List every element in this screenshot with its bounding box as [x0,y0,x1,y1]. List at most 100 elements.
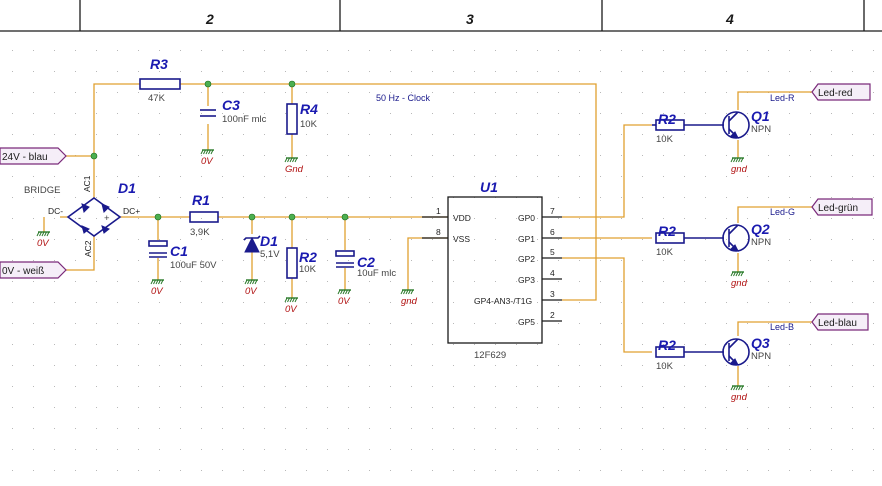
u1-part: 12F629 [474,350,506,361]
u1-pin3-name: GP4-AN3-/T1G [474,296,532,306]
svg-text:Led-blau: Led-blau [818,318,857,329]
ground-c2: 0V [337,289,351,307]
q3-type: NPN [751,351,771,362]
ground-u1: gnd [400,289,418,307]
u1-pin6-num: 6 [550,227,555,237]
u1-pin2-num: 2 [550,310,555,320]
q1-ref: Q1 [751,108,770,124]
zener-diode-d1: D1 5,1V [243,233,280,260]
q2-ref: Q2 [751,221,770,237]
svg-text:Led-grün: Led-grün [818,203,858,214]
bridge-ref: D1 [118,180,136,196]
ground-symbols: 0V Gnd 0V 0V 0V 0V 0V gnd gnd gnd gnd [36,149,748,403]
c1-ref: C1 [170,243,188,259]
r2-q3-ref: R2 [658,337,676,353]
capacitor-c1: C1 100uF 50V [148,240,217,271]
u1-pin1-num: 1 [436,206,441,216]
q3-ref: Q3 [751,335,770,351]
port-led-red: Led-red [811,83,871,101]
ground-q2-label: gnd [731,278,748,289]
u1-pin1-name: VDD [453,213,471,223]
ground-r2-label: 0V [285,304,298,315]
r1-value: 3,9K [190,227,210,238]
ground-q2: gnd [730,271,748,289]
q1-type: NPN [751,124,771,135]
zener-value: 5,1V [260,249,280,260]
r2-q3-value: 10K [656,361,674,372]
transistor-q1: Q1 NPN [722,108,771,139]
u1-pin8-name: VSS [453,234,470,244]
resistor-r2-q2: R2 10K [655,223,724,258]
ground-bridge: 0V [36,231,50,249]
svg-text:Led-red: Led-red [818,88,852,99]
ground-q1: gnd [730,157,748,175]
r2a-ref: R2 [299,249,317,265]
r2a-value: 10K [299,264,317,275]
net-label-clock: 50 Hz - Clock [376,93,431,103]
ground-q1-label: gnd [731,164,748,175]
ic-u1: U1 12F629 1 VDD 8 VSS 7 GP0 6 GP1 5 GP2 … [422,179,562,361]
u1-pin7-name: GP0 [518,213,535,223]
r4-value: 10K [300,119,318,130]
resistor-r4: R4 10K [286,101,318,135]
transistor-q2: Q2 NPN [722,221,771,252]
r3-value: 47K [148,93,166,104]
u1-pin6-name: GP1 [518,234,535,244]
u1-pin3-num: 3 [550,289,555,299]
r1-ref: R1 [192,192,210,208]
ground-c1: 0V [150,279,164,297]
r4-ref: R4 [300,101,318,117]
ground-zener-label: 0V [245,286,258,297]
ground-bridge-label: 0V [37,238,50,249]
resistor-r2-q3: R2 10K [655,337,724,372]
port-24v-blau: 24V - blau [0,147,67,165]
ground-r4-label: Gnd [285,164,304,175]
wires [43,83,812,386]
r2-q2-value: 10K [656,247,674,258]
resistor-r3: R3 47K [139,56,181,104]
ground-zener: 0V [244,279,258,297]
bridge-rectifier-d1: - + D1 BRIDGE AC1 AC2 DC- DC+ [24,175,140,257]
resistor-r2-supply: R2 10K [286,247,317,279]
sheet-border: 2 3 4 [0,0,882,32]
svg-text:24V - blau: 24V - blau [2,152,48,163]
resistor-r1: R1 3,9K [189,192,219,238]
svg-text:0V - weiß: 0V - weiß [2,266,44,277]
bridge-pin-dcp: DC+ [123,206,140,216]
port-led-blau: Led-blau [811,313,869,331]
net-label-led-b: Led-B [770,322,794,332]
u1-pin4-name: GP3 [518,275,535,285]
zener-ref: D1 [260,233,278,249]
c2-ref: C2 [357,254,375,270]
r3-ref: R3 [150,56,168,72]
ground-u1-label: gnd [401,296,418,307]
port-0v-weiss: 0V - weiß [0,261,67,279]
capacitor-c2: C2 10uF mlc [335,250,396,279]
ground-c3-label: 0V [201,156,214,167]
ground-q3: gnd [730,385,748,403]
q2-type: NPN [751,237,771,248]
u1-pin5-name: GP2 [518,254,535,264]
u1-pin8-num: 8 [436,227,441,237]
net-label-led-g: Led-G [770,207,795,217]
bridge-pin-ac2: AC2 [83,240,93,257]
column-label-4: 4 [725,11,734,27]
c1-value: 100uF 50V [170,260,217,271]
bridge-type: BRIDGE [24,185,60,196]
junctions [90,80,349,221]
r2-q1-ref: R2 [658,111,676,127]
r2-q1-value: 10K [656,134,674,145]
column-label-3: 3 [466,11,474,27]
bridge-pin-ac1: AC1 [82,175,92,192]
ground-r2: 0V [284,297,298,315]
column-label-2: 2 [205,11,214,27]
resistor-r2-q1: R2 10K [652,111,724,145]
svg-text:-: - [78,213,81,224]
capacitor-c3: C3 100nF mlc [200,97,267,125]
port-led-gruen: Led-grün [811,198,873,216]
grid-dots [12,50,874,471]
transistor-q3: Q3 NPN [722,335,771,366]
u1-ref: U1 [480,179,498,195]
c3-ref: C3 [222,97,240,113]
